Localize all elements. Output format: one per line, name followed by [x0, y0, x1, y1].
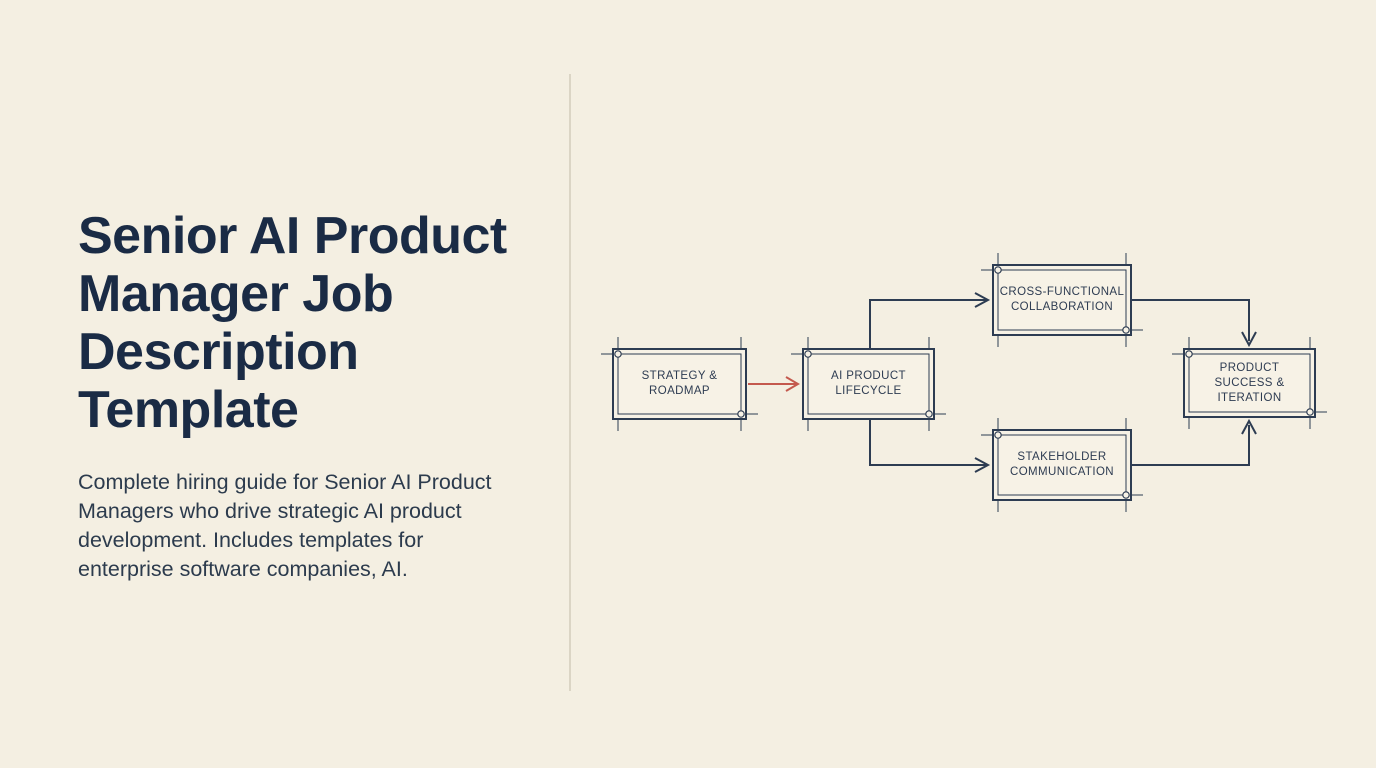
arrowhead-right-icon — [974, 457, 991, 473]
corner-ring-icon — [925, 410, 933, 418]
corner-ring-icon — [1306, 408, 1314, 416]
flow-node-ai-product-lifecycle — [791, 337, 946, 431]
description-line-1: Complete hiring guide for Senior AI Prod… — [78, 470, 492, 494]
arrow-communication-to-success — [1131, 418, 1257, 466]
corner-ring-icon — [737, 410, 745, 418]
arrow-lifecycle-to-collaboration — [869, 292, 991, 349]
title-line-1: Senior AI Product — [78, 207, 507, 265]
flow-node-product-success-iteration — [1172, 337, 1327, 429]
flow-node-strategy-roadmap — [601, 337, 758, 431]
description-line-4: enterprise software companies, AI. — [78, 557, 408, 581]
arrow-strategy-to-lifecycle — [748, 376, 800, 392]
description-line-2: Managers who drive strategic AI product — [78, 499, 462, 523]
page-description: Complete hiring guide for Senior AI Prod… — [78, 468, 492, 584]
corner-ring-icon — [1185, 350, 1193, 358]
corner-ring-icon — [1122, 326, 1130, 334]
vertical-divider — [569, 74, 571, 691]
arrow-collaboration-to-success — [1131, 299, 1257, 348]
arrowhead-right-icon — [974, 292, 991, 308]
corner-ring-icon — [994, 431, 1002, 439]
flow-node-cross-functional-collaboration — [981, 253, 1143, 347]
description-line-3: development. Includes templates for — [78, 528, 424, 552]
arrow-lifecycle-to-communication — [869, 419, 991, 473]
arrowhead-up-icon — [1241, 418, 1257, 435]
arrowhead-down-icon — [1241, 331, 1257, 348]
corner-ring-icon — [1122, 491, 1130, 499]
arrowhead-right-icon — [785, 376, 800, 392]
flow-node-stakeholder-communication — [981, 418, 1143, 512]
title-line-3: Description — [78, 323, 359, 381]
corner-ring-icon — [994, 266, 1002, 274]
title-line-2: Manager Job — [78, 265, 394, 323]
corner-ring-icon — [614, 350, 622, 358]
corner-ring-icon — [804, 350, 812, 358]
title-line-4: Template — [78, 381, 299, 439]
page-title: Senior AI Product Manager Job Descriptio… — [78, 207, 507, 439]
